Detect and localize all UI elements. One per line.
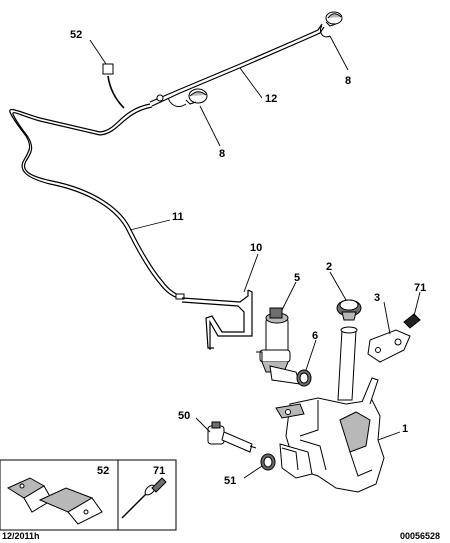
callout-2: 2: [326, 261, 332, 273]
washer-nozzle-right: [319, 11, 343, 38]
pump-grommet: [269, 365, 312, 387]
inset-label-71: 71: [153, 465, 165, 477]
callout-1: 1: [402, 423, 408, 435]
callout-6: 6: [312, 330, 318, 342]
rivet-71-drawing: [121, 477, 167, 519]
washer-nozzle-middle: [156, 88, 208, 107]
level-sensor: [207, 421, 257, 453]
hose-11: [9, 103, 182, 299]
hose-12: [149, 23, 325, 107]
callout-71: 71: [414, 282, 426, 294]
hose-clip: [175, 293, 185, 300]
callout-11: 11: [172, 211, 184, 223]
callout-51: 51: [224, 475, 236, 487]
detail-inset: 52 71: [0, 459, 177, 531]
washer-pump: [256, 307, 291, 373]
footer-date: 12/2011h: [2, 531, 40, 541]
reservoir-cap: [336, 299, 362, 321]
part-52-tag: [102, 63, 114, 75]
callout-8-right: 8: [345, 75, 351, 87]
callout-3: 3: [374, 292, 380, 304]
hose-10: [181, 289, 253, 350]
footer-reference: 00056528: [400, 531, 441, 541]
callout-10: 10: [250, 242, 262, 254]
leader-lines: [89, 35, 421, 479]
callout-8-middle: 8: [219, 148, 225, 160]
callout-50: 50: [178, 410, 190, 422]
callout-52: 52: [70, 29, 82, 41]
hose-52-strand: [107, 75, 125, 109]
callout-5: 5: [294, 272, 300, 284]
rivet: [403, 313, 421, 329]
inset-label-52: 52: [97, 465, 109, 477]
clip-52-drawing: [6, 477, 103, 525]
washer-reservoir: [275, 326, 385, 493]
sensor-grommet: [260, 453, 276, 471]
callout-numbers: 52 8 12 8 11 10 5 2 3 71 6 50 1 51: [70, 29, 426, 487]
bracket: [367, 329, 411, 363]
callout-12: 12: [265, 93, 277, 105]
